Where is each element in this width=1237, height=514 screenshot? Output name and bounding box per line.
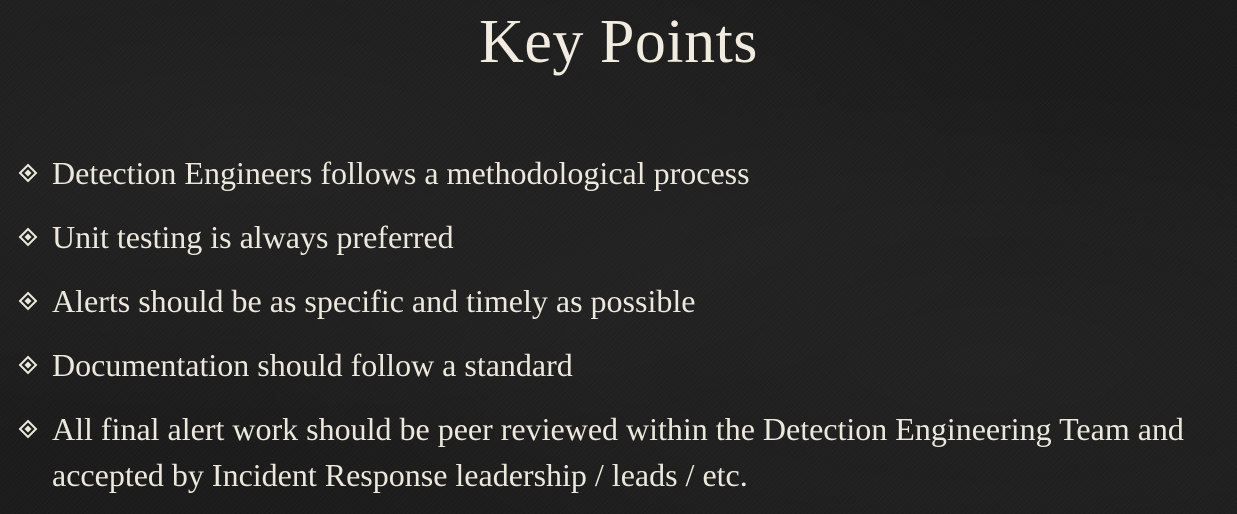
bullet-item: Alerts should be as specific and timely … [18,278,1228,324]
diamond-bullet-icon [18,342,52,388]
bullet-list: Detection Engineers follows a methodolog… [18,150,1228,514]
bullet-text: Unit testing is always preferred [52,219,454,255]
bullet-text: Detection Engineers follows a methodolog… [52,155,750,191]
bullet-text: Alerts should be as specific and timely … [52,283,696,319]
bullet-text: All final alert work should be peer revi… [52,411,1184,493]
bullet-item: All final alert work should be peer revi… [18,406,1228,498]
diamond-bullet-icon [18,278,52,324]
slide-title: Key Points [479,8,758,76]
diamond-bullet-icon [18,406,52,452]
bullet-text: Documentation should follow a standard [52,347,573,383]
diamond-bullet-icon [18,150,52,196]
bullet-item: Detection Engineers follows a methodolog… [18,150,1228,196]
diamond-bullet-icon [18,214,52,260]
bullet-item: Documentation should follow a standard [18,342,1228,388]
bullet-item: Unit testing is always preferred [18,214,1228,260]
